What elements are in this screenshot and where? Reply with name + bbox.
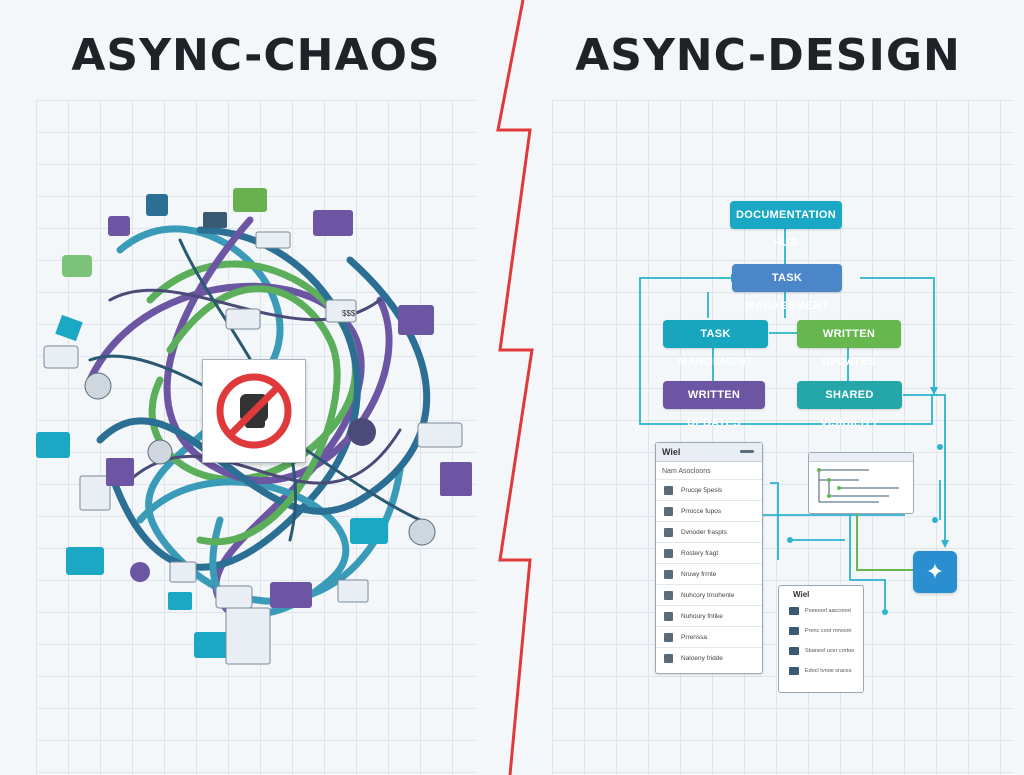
no-meeting-sign [202, 359, 306, 463]
wiki-row: Prrenssa [656, 626, 762, 647]
wiki-row: Prrocce fupos [656, 500, 762, 521]
image-icon [789, 627, 799, 635]
image-icon [789, 667, 799, 675]
mini-wiki-panel: Wiel Poeeoorl aacconot Prenc coor mrvoon… [778, 585, 864, 693]
window-control-icon [740, 450, 754, 453]
wiki-row: Naloeny fridde [656, 647, 762, 668]
task-management-left-box: TASK MANGEMENT [663, 320, 768, 368]
branch-diagram-icon [817, 468, 899, 503]
doc-icon [664, 527, 673, 537]
chaos-title: ASYNC-CHAOS [71, 30, 441, 81]
doc-icon [664, 653, 673, 663]
chat-bubble [62, 255, 92, 277]
wiki-row: Prucqe 5pesls [656, 479, 762, 500]
wiki-title: Wiel [662, 447, 681, 457]
code-tree-panel [808, 452, 914, 514]
documentation-hub-box: DOCUMENTATION HUB [730, 201, 842, 249]
design-title: ASYNC-DESIGN [575, 30, 961, 81]
async-chaos-panel: ASYNC-CHAOS [36, 30, 476, 775]
assistant-app-icon: ✦ [913, 551, 957, 593]
doc-icon [664, 506, 673, 516]
doc-icon [664, 590, 673, 600]
prohibited-icon [216, 373, 292, 449]
tangled-wires: $$$ [36, 188, 472, 665]
doc-icon [664, 548, 673, 558]
written-updates-green-box: WRITTEN UPDATES [797, 320, 901, 368]
wiki-subtitle: Nam Asocloons [662, 468, 711, 475]
doc-icon [664, 485, 673, 495]
mini-wiki-row: Poeeoorl aacconot [779, 601, 863, 621]
wiki-row: Nuhoury fntike [656, 605, 762, 626]
image-icon [789, 607, 799, 615]
mini-wiki-row: Edocl tvnoe sraces [779, 661, 863, 681]
wiki-panel: Wiel Nam Asocloons Prucqe 5pesls Prrocce… [655, 442, 763, 674]
doc-icon [664, 632, 673, 642]
doc-icon [664, 611, 673, 621]
wiki-row: Dvnoder fraspts [656, 521, 762, 542]
task-management-box: TASK MANAGEMENT [732, 264, 842, 312]
mini-wiki-row: Prenc coor mrvoon [779, 621, 863, 641]
shared-visibility-box: SHARED VISIBILITY [797, 381, 902, 429]
wiki-row: Rostery fragt [656, 542, 762, 563]
image-icon [789, 647, 799, 655]
wiki-row: Nuhcory trnohente [656, 584, 762, 605]
chaos-bubble-text: $$$ [342, 309, 356, 318]
wiki-header: Wiel [656, 443, 762, 462]
mini-wiki-row: Sbaneol ucer cortoo [779, 641, 863, 661]
written-updates-purple-box: WRITTEN UPDATES [663, 381, 765, 429]
doc-icon [664, 569, 673, 579]
wiki-row: Nruwy frrnte [656, 563, 762, 584]
mini-wiki-title: Wiel [793, 590, 810, 599]
